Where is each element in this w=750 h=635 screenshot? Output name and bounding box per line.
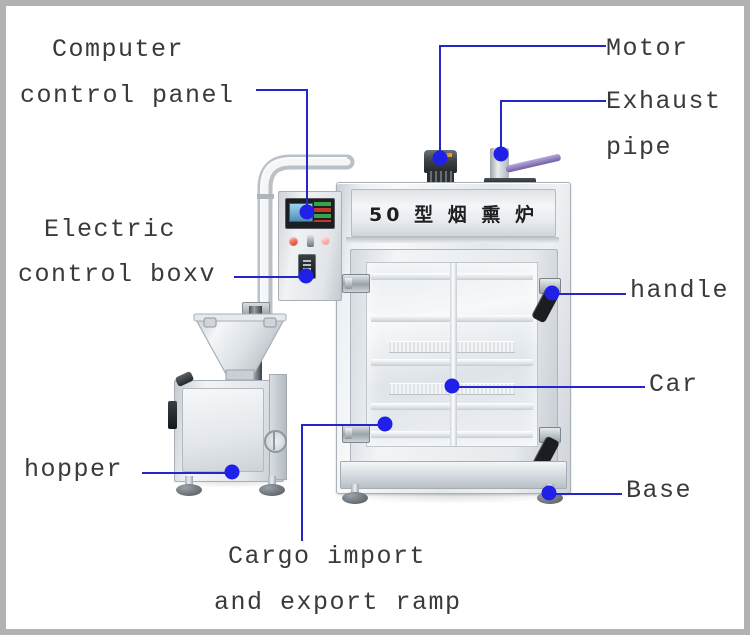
nameplate-seam [346,237,559,243]
label-hopper: hopper [24,455,124,484]
leader-hopper [142,472,228,474]
label-cargo-ramp-line2: and export ramp [214,588,462,617]
selector-knob[interactable] [307,235,314,247]
leader-exhaust-h [500,100,606,102]
leader-base [551,493,622,495]
cart-center-post [450,263,457,446]
exhaust-base-plate [484,178,536,185]
label-exhaust-pipe-line2: pipe [606,133,673,162]
smoke-pipe [257,154,355,341]
label-motor: Motor [606,34,689,63]
hopper-door[interactable] [182,388,264,472]
leader-computer-control-panel-v [306,89,308,211]
leader-handle [557,293,626,295]
hopper-funnel [192,313,288,381]
indicator-lamp-red [289,237,298,246]
label-computer-control-panel-line1: Computer [52,35,185,64]
label-cargo-ramp-line1: Cargo import [228,542,427,571]
dot-handle [544,285,560,301]
leader-computer-control-panel-h [256,89,308,91]
exhaust-arm [505,153,562,173]
label-handle: handle [630,276,730,305]
door-hinge-upper [342,274,370,293]
label-base: Base [626,476,693,505]
nameplate-text: 50 型 烟 熏 炉 [369,203,538,226]
leader-electric-control-box [234,276,302,278]
dot-car [444,378,460,394]
dot-motor [432,150,448,166]
machine-nameplate: 50 型 烟 熏 炉 [351,189,556,237]
hopper-handwheel[interactable] [264,430,287,453]
leveling-foot-left [342,484,368,504]
hopper-latch[interactable] [168,401,177,429]
door-hinge-lower [342,424,370,443]
leader-car [453,386,645,388]
label-electric-control-box-line1: Electric [44,215,177,244]
label-car: Car [649,370,699,399]
dot-electric-control-box [298,268,314,284]
dot-computer-control-panel [299,204,315,220]
label-electric-control-box-line2: control boxv [18,260,217,289]
label-exhaust-pipe-line1: Exhaust [606,87,722,116]
leader-exhaust-v [500,100,502,154]
leader-motor-v [439,45,441,158]
dot-base [541,485,557,501]
motor-fins [427,171,454,183]
oven-glass-window [366,262,538,447]
hopper-foot-right [259,476,285,496]
label-computer-control-panel-line2: control panel [20,81,235,110]
dot-exhaust-pipe [493,146,509,162]
dot-hopper [224,464,240,480]
leader-cargo-ramp-h [301,424,383,426]
indicator-lamp-pink [321,236,330,245]
dot-cargo-ramp [377,416,393,432]
oven-base-plinth [340,461,567,489]
hopper-side-panel [269,374,287,480]
leader-motor-h [439,45,606,47]
smoke-oven-illustration: 50 型 烟 熏 炉 [6,6,744,629]
leader-cargo-ramp-v [301,424,303,541]
diagram-canvas: 50 型 烟 熏 炉 [6,6,744,629]
hopper-foot-left [176,476,202,496]
panel-keypad[interactable] [314,202,331,222]
